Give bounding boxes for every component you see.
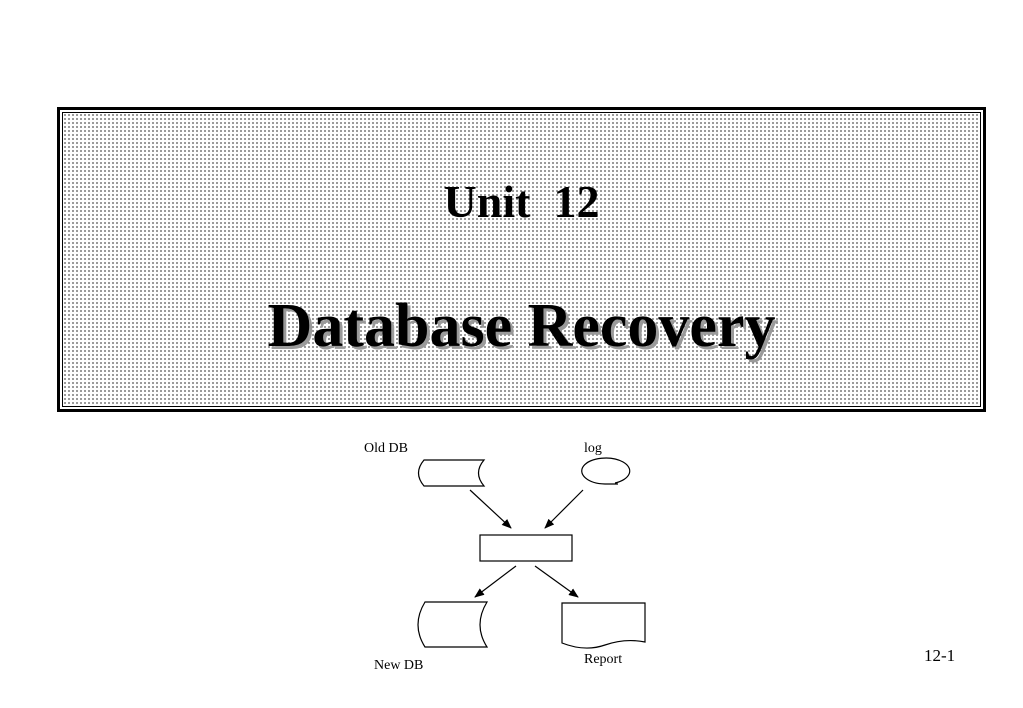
- title-box: Unit 12 Database Recovery: [57, 107, 986, 412]
- arrow-process-to-report: [534, 565, 579, 598]
- main-title: Database Recovery: [267, 292, 776, 360]
- report-label: Report: [584, 652, 622, 667]
- arrow-old-db-to-process: [469, 489, 512, 529]
- arrow-log-to-process: [544, 489, 584, 529]
- process-box: [479, 534, 573, 562]
- title-box-inner: Unit 12 Database Recovery: [62, 112, 981, 407]
- new-db-label: New DB: [374, 658, 423, 673]
- unit-title: Unit 12: [443, 176, 600, 227]
- old-db-label: Old DB: [364, 441, 408, 456]
- log-tape-icon: [581, 457, 631, 485]
- report-document-icon: [561, 602, 646, 649]
- log-label: log: [584, 441, 602, 456]
- page-number: 12-1: [924, 646, 956, 665]
- arrow-process-to-new-db: [474, 565, 517, 598]
- new-db-cylinder-icon: [417, 601, 489, 648]
- old-db-cylinder-icon: [417, 459, 486, 487]
